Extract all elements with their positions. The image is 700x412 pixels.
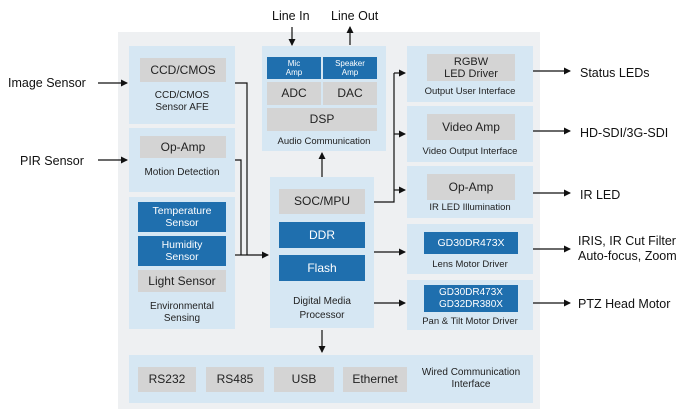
dac-chip: DAC [323, 82, 377, 105]
motion-to-bus [235, 159, 242, 255]
adc-chip: ADC [267, 82, 321, 105]
line-in-label: Line In [272, 9, 310, 23]
ddr-chip: DDR [279, 222, 365, 248]
pan-tilt-motor-driver-caption: Pan & Tilt Motor Driver [422, 316, 518, 327]
pir-sensor-label: PIR Sensor [20, 154, 84, 168]
flash-chip: Flash [279, 255, 365, 281]
line-out-label: Line Out [331, 9, 379, 23]
audio-communication-caption: Audio Communication [277, 136, 371, 147]
ir-led-label: IR LED [580, 188, 621, 202]
light-sensor-chip: Light Sensor [138, 270, 226, 292]
rs232-chip: RS232 [138, 367, 196, 392]
rs485-chip: RS485 [206, 367, 264, 392]
hd-sdi-label: HD-SDI/3G-SDI [580, 126, 669, 140]
ptz-head-motor-label: PTZ Head Motor [578, 297, 671, 311]
ir-led-illumination-caption: IR LED Illumination [429, 202, 511, 213]
ccd-cmos-chip: CCD/CMOS [140, 58, 226, 82]
ir-op-amp-chip: Op-Amp [427, 174, 515, 200]
lens-motor-driver-caption: Lens Motor Driver [432, 259, 508, 270]
video-output-interface-caption: Video Output Interface [422, 146, 518, 157]
processor-to-output-ui [374, 73, 395, 203]
ethernet-chip: Ethernet [343, 367, 407, 392]
status-leds-label: Status LEDs [580, 66, 650, 80]
dsp-chip: DSP [267, 108, 377, 131]
image-sensor-label: Image Sensor [8, 76, 86, 90]
output-user-interface-caption: Output User Interface [424, 86, 516, 97]
motion-detection-caption: Motion Detection [144, 167, 220, 178]
lens-motor-chip: GD30DR473X [424, 232, 518, 254]
video-amp-chip: Video Amp [427, 114, 515, 140]
sensor-afe-to-bus [235, 82, 248, 255]
motion-op-amp-chip: Op-Amp [140, 136, 226, 158]
usb-chip: USB [274, 367, 334, 392]
soc-mpu-chip: SOC/MPU [279, 189, 365, 214]
